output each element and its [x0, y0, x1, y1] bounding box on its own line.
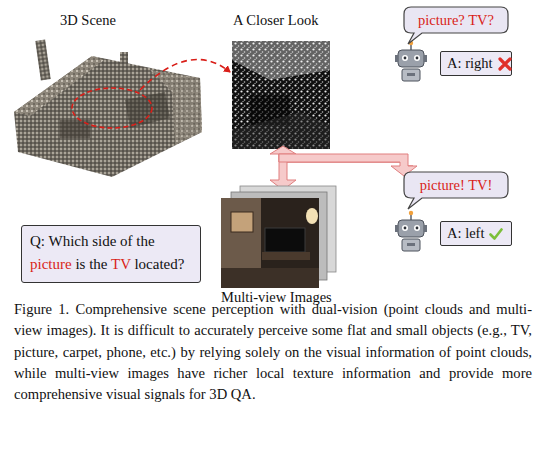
robot-icon-part: [407, 73, 415, 76]
multi-view-images-part: [231, 212, 253, 232]
closer-look-image-part: [232, 112, 330, 149]
robot-icon-part: [398, 50, 424, 67]
text-run: located?: [131, 256, 185, 272]
robot-icon-part: [402, 69, 420, 81]
robot-icon-part: [424, 55, 427, 62]
closer-look-image: [232, 41, 330, 149]
point-cloud-scene: [14, 39, 230, 177]
robot-icon-part: [416, 57, 419, 60]
point-cloud-scene-part: [125, 92, 170, 128]
answer-text: A: right: [447, 55, 493, 72]
robot-icon-part: [414, 55, 420, 61]
answer-box: A: left: [440, 221, 512, 246]
question-box: Q: Which side of the picture is the TV l…: [21, 225, 201, 283]
figure-label: 3D Scene: [60, 12, 116, 28]
closer-look-image-part: [232, 41, 330, 149]
speech-bubble-shape: [404, 7, 508, 44]
pink-double-arrow: [270, 146, 417, 190]
pink-double-arrow-part: [279, 154, 417, 176]
point-cloud-scene-part: [72, 88, 152, 128]
wrong-mark: [498, 57, 512, 71]
multi-view-images-part: [262, 252, 310, 260]
cross-symbol: [500, 59, 510, 69]
point-cloud-scene-part: [35, 39, 50, 80]
multi-view-images-part: [306, 208, 318, 224]
robot-icon: [395, 41, 427, 81]
multi-view-images-part: [221, 268, 319, 288]
speech-bubble: picture! TV!: [404, 172, 508, 198]
robot-icon-part: [395, 55, 398, 62]
point-cloud-scene-part: [140, 60, 230, 90]
question-text: Q: Which side of the picture is the TV l…: [30, 230, 194, 276]
bubble-text: picture! TV!: [404, 172, 508, 198]
multi-view-images: [221, 186, 336, 288]
point-cloud-scene-part: [14, 56, 104, 116]
figure-caption: Figure 1. Comprehensive scene perception…: [14, 299, 532, 405]
multi-view-images-part: [221, 198, 319, 288]
robot-icon: [395, 211, 427, 251]
correct-mark: [489, 227, 503, 241]
check-symbol: [491, 229, 502, 238]
figure-label: A Closer Look: [233, 12, 318, 28]
speech-bubble: picture? TV?: [404, 7, 508, 33]
point-cloud-scene-part: [120, 52, 128, 84]
speech-bubble-shape: [404, 172, 508, 209]
text-run: Q: Which side of the: [30, 233, 155, 249]
robot-icon-part: [404, 57, 407, 60]
answer-box: A: right: [440, 51, 512, 76]
multi-view-images-part: [265, 228, 305, 252]
answer-text: A: left: [447, 225, 484, 242]
highlight-word: TV: [111, 256, 131, 272]
bubble-text: picture? TV?: [404, 7, 508, 33]
robot-icon-part: [402, 55, 408, 61]
text-run: is the: [72, 256, 111, 272]
closer-look-image-part: [232, 41, 330, 80]
highlight-word: picture: [30, 256, 72, 272]
